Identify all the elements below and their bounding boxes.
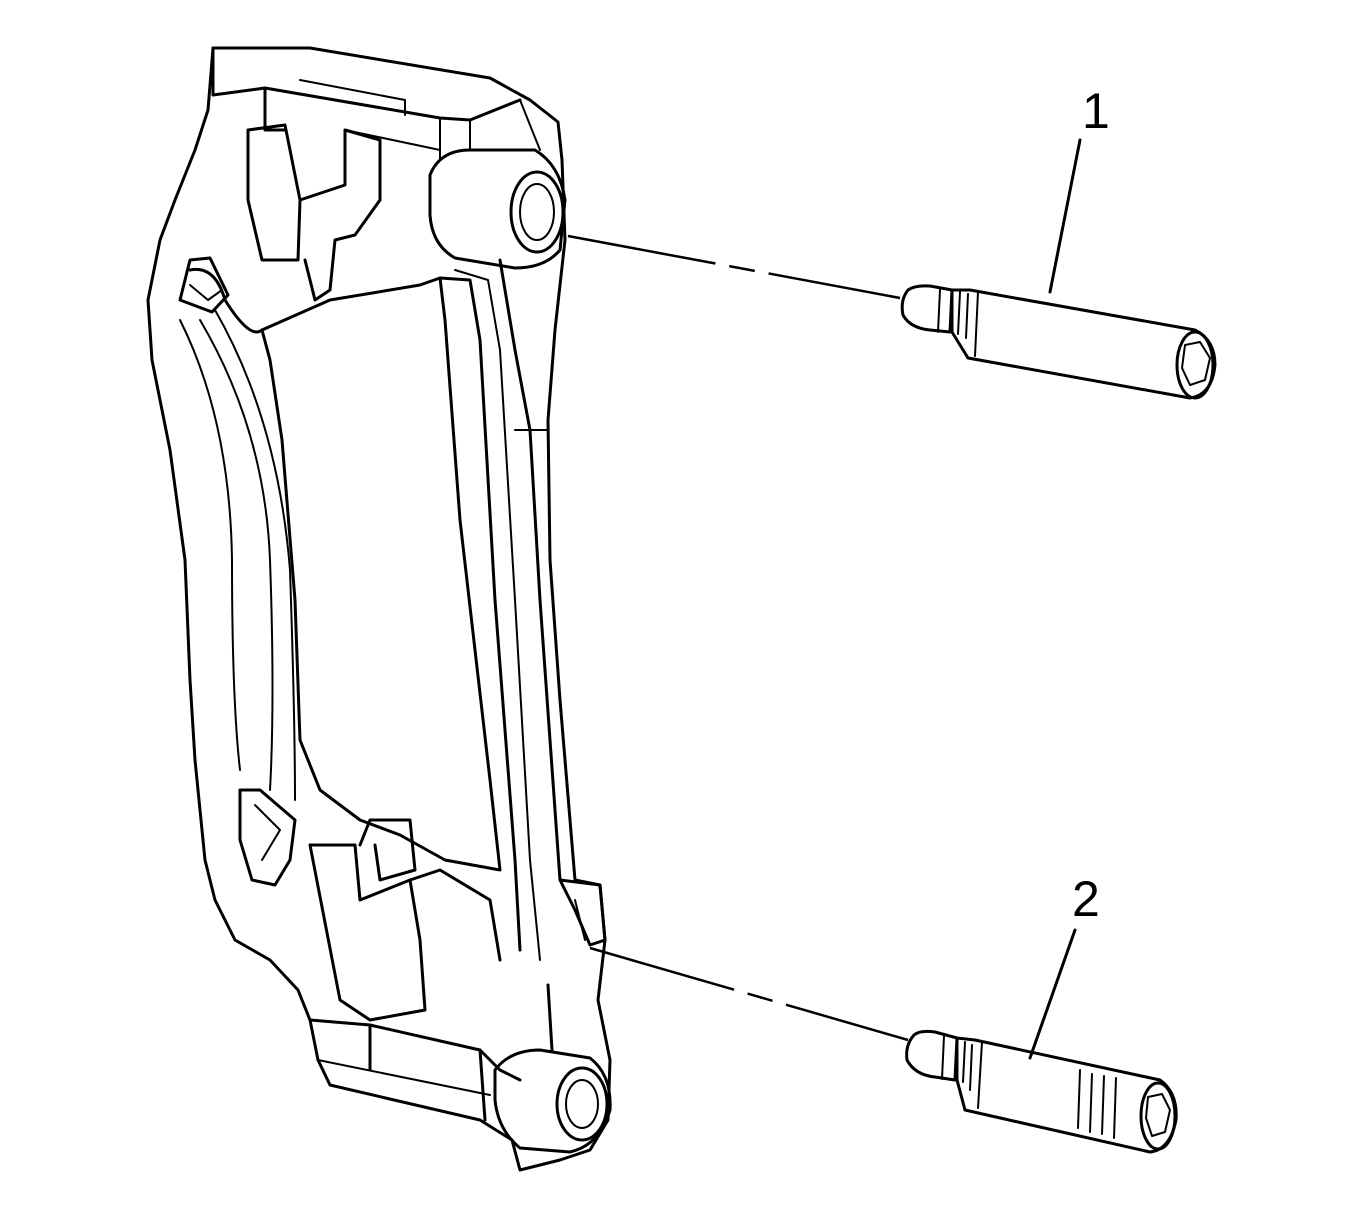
callout-number-1: 1: [1082, 83, 1110, 139]
assembly-line-lower-pin: [589, 946, 909, 1042]
assembly-lines: [567, 234, 909, 1042]
leader-line-2: [1028, 928, 1077, 1060]
guide-pin-lower: [905, 1029, 1178, 1154]
leader-line-1: [1048, 138, 1082, 294]
assembly-line-upper-pin: [567, 234, 901, 300]
callout-number-2: 2: [1072, 871, 1100, 927]
guide-pin-upper: [900, 284, 1217, 400]
callout-1: 1: [1048, 83, 1110, 294]
callout-2: 2: [1028, 871, 1100, 1060]
caliper-bracket: [146, 46, 612, 1172]
